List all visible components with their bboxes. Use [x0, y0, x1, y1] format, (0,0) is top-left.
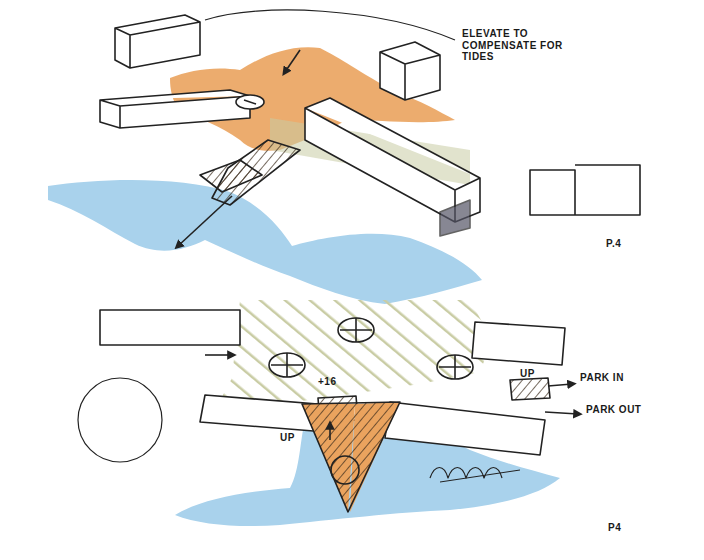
lower-plan	[78, 300, 578, 526]
sketch-note: UP	[520, 368, 535, 380]
upper-perspective	[48, 10, 640, 304]
sketch-note: +16	[318, 376, 336, 388]
lawn	[215, 300, 492, 410]
sketch-note: PARK OUT	[586, 404, 641, 416]
sketch-note: P.4	[606, 238, 621, 250]
sketch-note: ELEVATE TO COMPENSATE FOR TIDES	[462, 28, 580, 63]
sketch-note: UP	[280, 432, 295, 444]
sketch-note: P4	[608, 522, 621, 534]
sketch-note: PARK IN	[580, 372, 624, 384]
